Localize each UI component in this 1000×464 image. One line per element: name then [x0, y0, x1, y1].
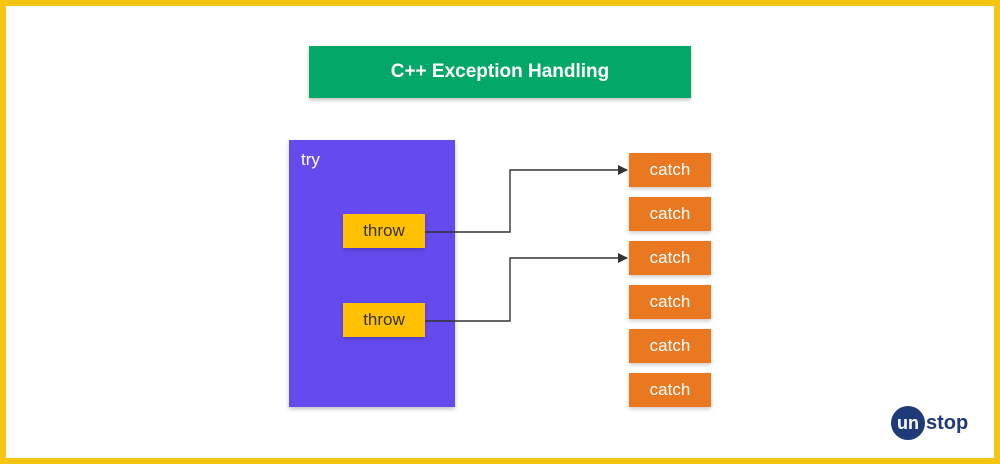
logo-text-un: un — [897, 413, 919, 433]
catch-label: catch — [649, 248, 691, 267]
throw-box-2: throw — [343, 303, 425, 337]
catch-box-3: catch — [629, 241, 711, 275]
throw-label: throw — [363, 310, 405, 329]
throw-box-1: throw — [343, 214, 425, 248]
catch-label: catch — [649, 292, 691, 311]
catch-label: catch — [649, 380, 691, 399]
throw-label: throw — [363, 221, 405, 240]
catch-box-4: catch — [629, 285, 711, 319]
try-block: try — [289, 140, 455, 407]
catch-box-1: catch — [629, 153, 711, 187]
try-label: try — [301, 150, 320, 169]
title-text: C++ Exception Handling — [390, 61, 610, 82]
logo-text-stop: stop — [926, 412, 968, 434]
catch-label: catch — [649, 204, 691, 223]
catch-box-5: catch — [629, 329, 711, 363]
catch-label: catch — [649, 336, 691, 355]
catch-box-2: catch — [629, 197, 711, 231]
arrow-throw2-to-catch3 — [425, 253, 628, 322]
catch-label: catch — [649, 160, 691, 179]
unstop-logo: un stop — [891, 406, 968, 440]
catch-box-6: catch — [629, 373, 711, 407]
diagram-title: C++ Exception Handling — [309, 46, 691, 98]
arrow-throw1-to-catch1 — [425, 165, 628, 233]
